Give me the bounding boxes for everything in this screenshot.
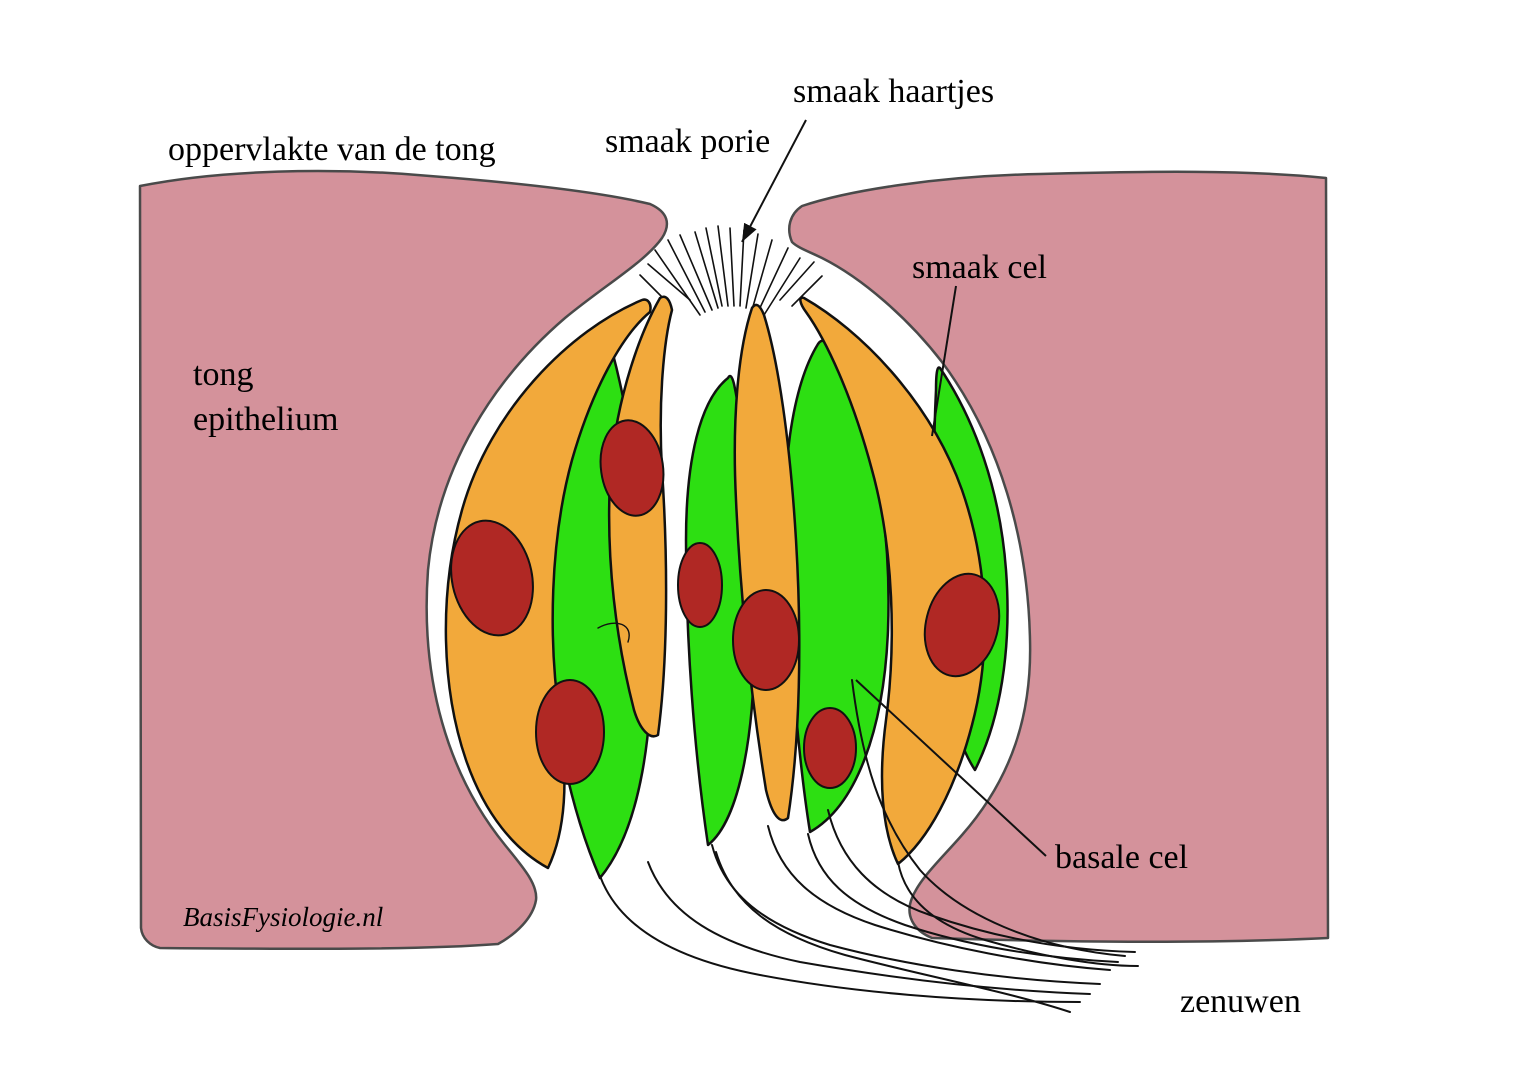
taste-pore-arrow-line	[741, 119, 807, 243]
nerve-fibers-group	[597, 622, 1139, 1013]
left-epithelium-tissue	[138, 169, 669, 951]
watermark-text: BasisFysiologie.nl	[183, 902, 383, 932]
label-nerves: zenuwen	[1180, 983, 1301, 1020]
cell-nucleus	[535, 679, 605, 785]
nerve-fiber-line	[851, 679, 1126, 957]
right-epithelium-tissue	[788, 170, 1330, 944]
nerve-fiber-line	[897, 861, 1139, 967]
cell-nucleus	[677, 542, 723, 628]
taste-cell-shape	[733, 303, 801, 822]
taste-cell-shape	[799, 296, 986, 866]
label-taste-cell: smaak cel	[912, 249, 1047, 286]
basal-cell-leader-line	[855, 679, 1047, 857]
label-taste-hairs: smaak haartjes	[793, 73, 994, 110]
taste-cell-leader-line	[931, 285, 957, 437]
cell-nucleus	[599, 419, 665, 517]
nerve-fiber-line	[647, 861, 1091, 995]
cell-nuclei-group	[450, 419, 1001, 789]
cell-nucleus	[803, 707, 857, 789]
label-tongue-epithelium-line1: tong	[193, 356, 253, 393]
taste-hairs-group	[639, 225, 823, 316]
nerve-fiber-line	[767, 825, 1111, 971]
cell-nucleus	[923, 572, 1001, 678]
cell-nucleus	[450, 519, 534, 637]
label-basal-cell: basale cel	[1055, 839, 1188, 876]
nerve-fiber-line	[715, 851, 1071, 1013]
nerve-fiber-line	[599, 875, 1081, 1003]
cell-nucleus	[732, 589, 800, 691]
label-tongue-surface: oppervlakte van de tong	[168, 131, 496, 168]
label-taste-pore: smaak porie	[605, 123, 770, 160]
nerve-fiber-line	[827, 809, 1136, 953]
taste-cell-shape	[444, 298, 652, 870]
label-tongue-epithelium-line2: epithelium	[193, 401, 338, 438]
